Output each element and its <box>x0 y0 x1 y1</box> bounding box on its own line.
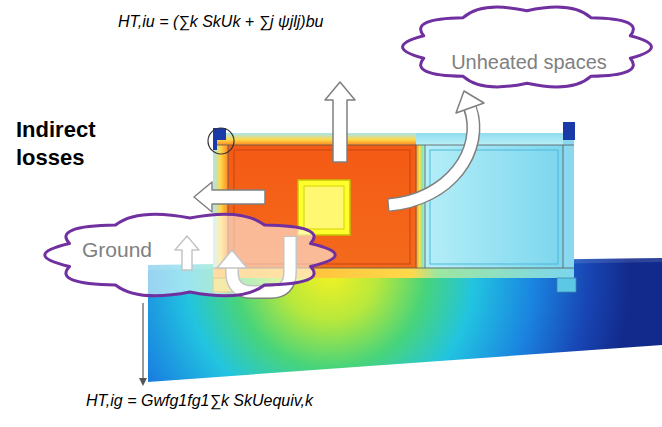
right-footing <box>557 278 576 292</box>
unheated-room-lining <box>430 150 558 264</box>
unheated-roof <box>416 133 563 145</box>
corner-bridge <box>213 128 226 150</box>
curved-arrow-outline <box>388 108 473 205</box>
formula: HT,iu = (∑k SkUk + ∑j ψjlj)bu <box>118 12 323 31</box>
curved-arrow-body <box>389 107 473 205</box>
leader-head <box>139 378 147 386</box>
detail-circle <box>208 128 234 154</box>
right-wall <box>563 133 574 290</box>
cloud-shape: Ground <box>40 209 340 301</box>
formula: HT,ig = Gwfg1fg1∑k SkUequiv,k <box>86 391 313 410</box>
cloud-path <box>45 214 335 296</box>
leader-line <box>142 303 143 380</box>
heading-label: Indirect losses <box>16 116 120 171</box>
hollow-arrow <box>325 82 355 162</box>
window-pane <box>304 186 344 229</box>
parapet <box>563 122 575 140</box>
heated-roof <box>213 133 416 145</box>
cloud-shape: Unheated spaces <box>398 2 656 92</box>
hollow-arrow <box>194 182 265 212</box>
unheated-room <box>425 145 563 269</box>
cloud-label: Unheated spaces <box>451 51 607 74</box>
window <box>298 180 350 235</box>
wall-line <box>563 145 564 268</box>
cloud-path <box>403 7 652 87</box>
roof-line <box>213 145 574 146</box>
cloud-outline <box>398 2 656 92</box>
curved-arrow-head <box>456 91 484 113</box>
cloud-label: Ground <box>82 238 152 262</box>
wall-line <box>425 145 426 268</box>
partition-wall <box>416 145 425 269</box>
